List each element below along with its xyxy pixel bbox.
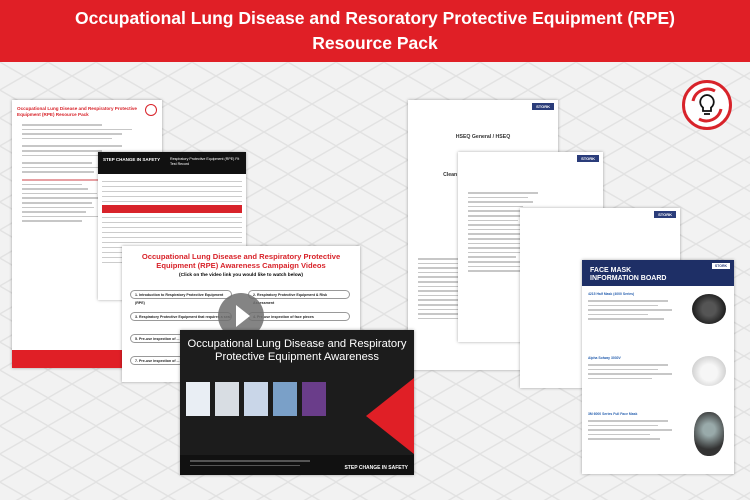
doc1-text-lines bbox=[12, 124, 162, 222]
board-title-line1: FACE MASK bbox=[590, 267, 632, 274]
disposable-mask-image bbox=[692, 356, 726, 386]
step-change-logo: STEP CHANGE IN SAFETY bbox=[344, 464, 408, 471]
awareness-presentation-slide[interactable]: Occupational Lung Disease and Respirator… bbox=[180, 330, 414, 475]
step-change-logo: STEP CHANGE IN SAFETY bbox=[103, 157, 161, 162]
doc1-title: Occupational Lung Disease and Respirator… bbox=[17, 106, 137, 117]
board-lines-2 bbox=[582, 364, 688, 382]
board-title-line2: INFORMATION BOARD bbox=[590, 274, 667, 282]
board-header: FACE MASK INFORMATION BOARD STORK bbox=[582, 260, 734, 286]
video-link-7[interactable]: 7. Pre-use inspection of ... bbox=[130, 356, 184, 365]
doc2-table-header bbox=[102, 205, 242, 213]
thumbnail-2 bbox=[215, 382, 239, 416]
doc2-title: Respiratory Protective Equipment (RPE) F… bbox=[170, 157, 240, 166]
stork-logo: STORK bbox=[577, 155, 599, 162]
lightbulb-refresh-icon bbox=[682, 80, 732, 130]
lightbulb-icon bbox=[691, 87, 723, 123]
board-title: FACE MASK INFORMATION BOARD bbox=[590, 267, 666, 282]
lung-logo-icon bbox=[145, 104, 157, 116]
thumbnail-5 bbox=[302, 382, 326, 416]
stork-logo: STORK bbox=[711, 263, 730, 269]
banner-title-line2: Resource Pack bbox=[312, 33, 438, 53]
video-link-3[interactable]: 3. Respiratory Protective Equipment that… bbox=[130, 312, 232, 321]
board-section-full-face: 3M 6000 Series Full Face Mask bbox=[588, 412, 638, 416]
stork-logo: STORK bbox=[532, 103, 554, 110]
doc3-subtitle: (Click on the video link you would like … bbox=[179, 273, 303, 278]
doc2-header: STEP CHANGE IN SAFETY Respiratory Protec… bbox=[98, 152, 246, 174]
thumbnail-4 bbox=[273, 382, 297, 416]
doc2-form-rows bbox=[98, 177, 246, 202]
doc4-footer bbox=[180, 455, 414, 475]
doc5-header: HSEQ General / HSEQ bbox=[455, 134, 511, 140]
board-section-half-mask: 4215 Half Mask (4000 Series) bbox=[588, 292, 635, 296]
doc4-thumbnails bbox=[186, 382, 326, 416]
stork-logo: STORK bbox=[654, 211, 676, 218]
board-section-alpha-solway: Alpha Solway 3030V bbox=[588, 356, 621, 360]
full-face-mask-image bbox=[694, 412, 724, 456]
thumbnail-3 bbox=[244, 382, 268, 416]
video-link-1[interactable]: 1. Introduction to Respiratory Protectiv… bbox=[130, 290, 232, 305]
red-triangle-decoration bbox=[366, 378, 414, 454]
thumbnail-1 bbox=[186, 382, 210, 416]
video-link-2[interactable]: 2. Respiratory Protective Equipment & Ri… bbox=[248, 290, 350, 305]
doc5-text-lines bbox=[408, 258, 558, 320]
face-mask-information-board[interactable]: FACE MASK INFORMATION BOARD STORK 4215 H… bbox=[582, 260, 734, 474]
doc4-title: Occupational Lung Disease and Respirator… bbox=[187, 338, 407, 363]
half-mask-image bbox=[692, 294, 726, 324]
doc6-text-lines bbox=[458, 192, 603, 272]
board-lines-1 bbox=[582, 300, 688, 323]
board-lines-3 bbox=[582, 420, 688, 443]
doc3-title: Occupational Lung Disease and Respirator… bbox=[141, 252, 341, 270]
title-banner: Occupational Lung Disease and Resoratory… bbox=[0, 0, 750, 62]
banner-title-line1: Occupational Lung Disease and Resoratory… bbox=[75, 8, 675, 28]
